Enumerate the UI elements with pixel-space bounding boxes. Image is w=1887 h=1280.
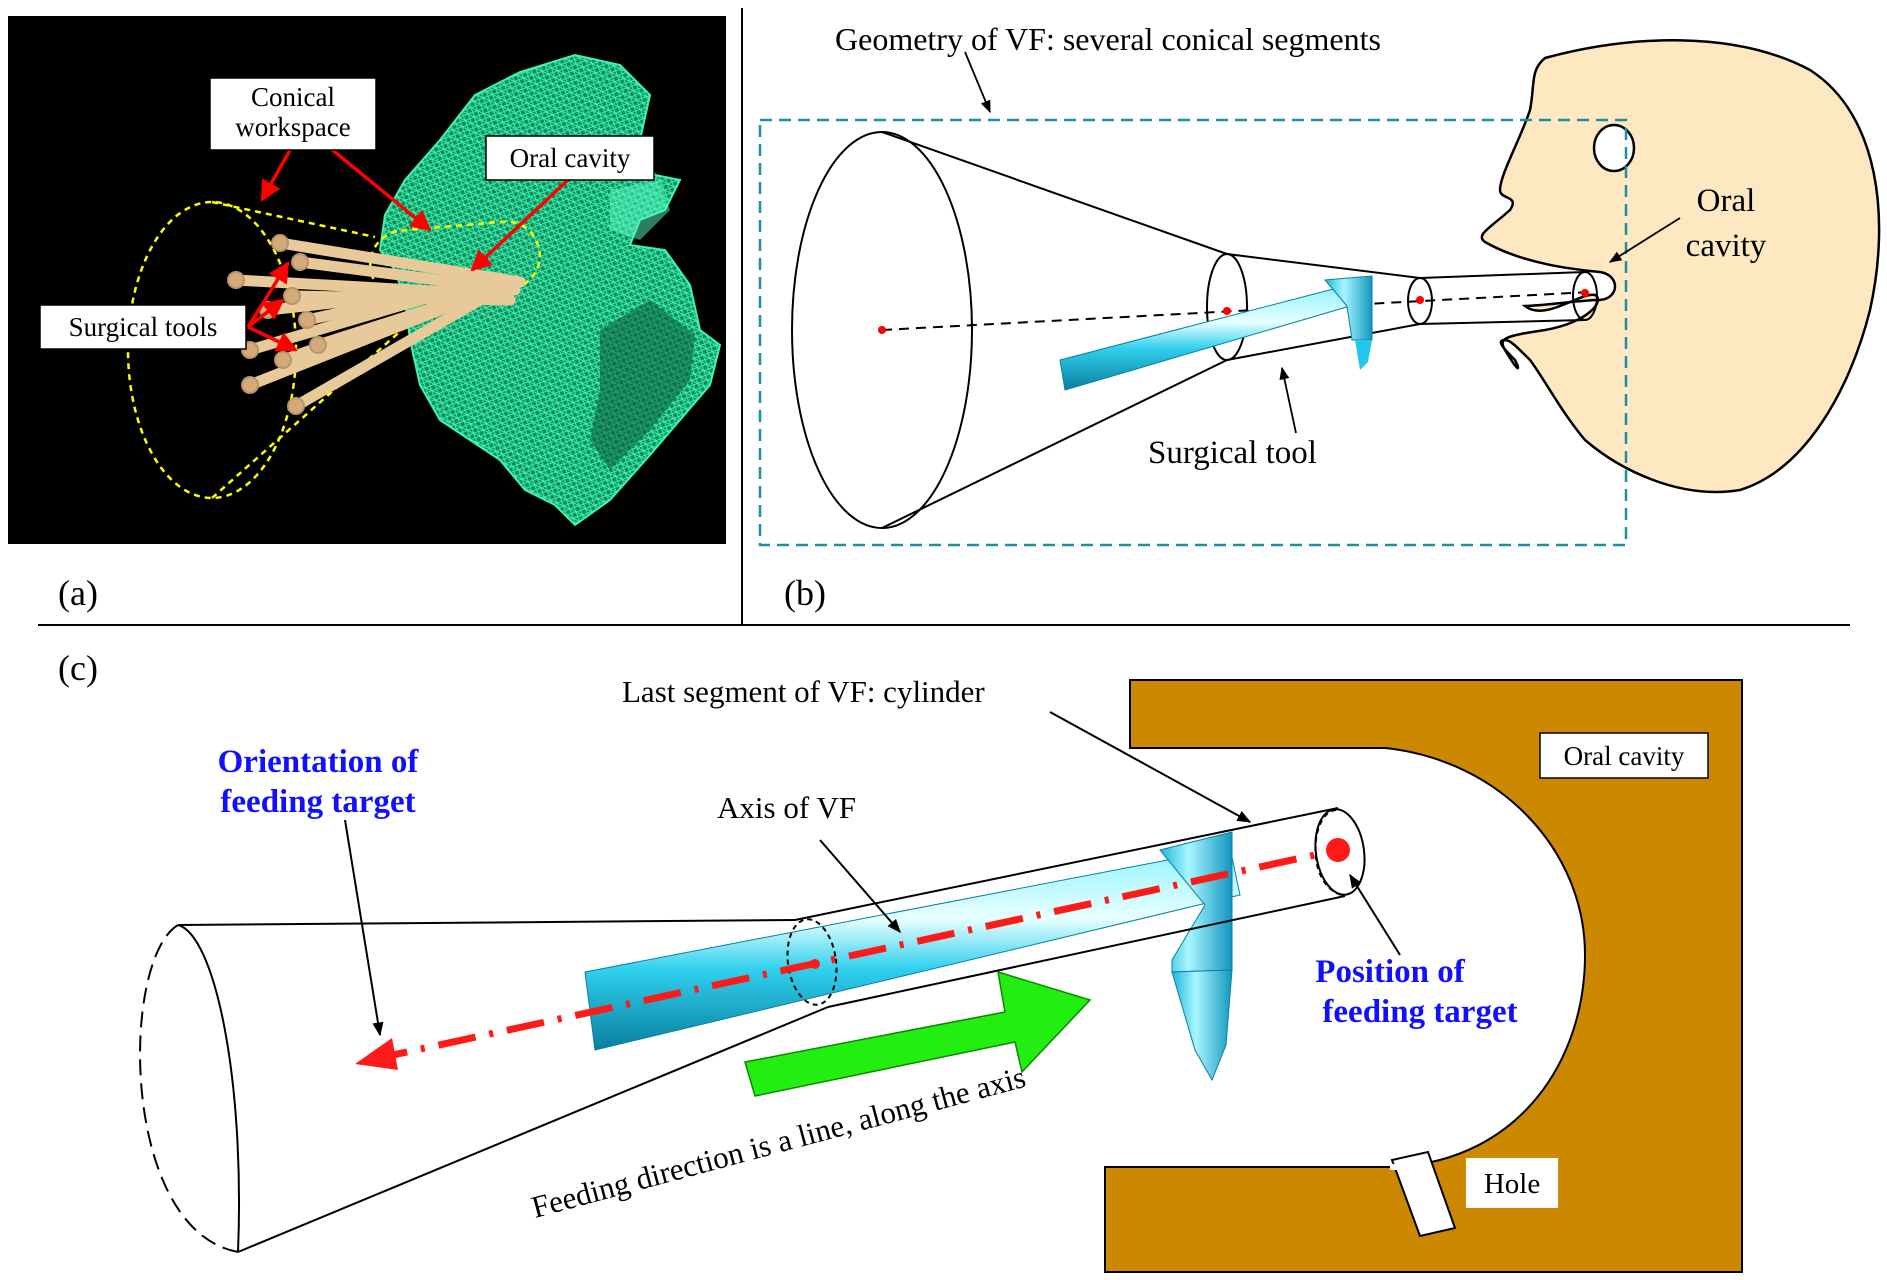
axis-junction-dot xyxy=(810,959,820,969)
oral-cavity-label-a: Oral cavity xyxy=(510,143,631,173)
vf-cone-c xyxy=(139,919,829,1253)
axis-of-vf-pointer xyxy=(819,839,901,934)
orientation-arrowhead xyxy=(355,1038,398,1070)
conical-workspace-label-2: workspace xyxy=(235,112,350,142)
last-segment-pointer xyxy=(1049,711,1252,823)
oral-cavity-label-b1: Oral xyxy=(1697,183,1756,219)
surgical-tools-label-box xyxy=(39,304,247,350)
oral-cavity-label-box-c xyxy=(1539,732,1709,779)
oral-cavity-label-b2: cavity xyxy=(1686,228,1767,264)
surgical-tool-pointer-b xyxy=(1279,366,1297,434)
feeding-direction-arrow xyxy=(744,970,1092,1097)
panel-b: Geometry of VF: several conical segments… xyxy=(758,21,1881,613)
surgical-tool-c xyxy=(584,831,1241,1082)
hole-label: Hole xyxy=(1484,1168,1540,1200)
panel-c: (c) Oral cavity Hole xyxy=(58,648,1743,1273)
surgical-tool-label-b: Surgical tool xyxy=(1148,435,1317,471)
geometry-title-b: Geometry of VF: several conical segments xyxy=(835,21,1381,57)
panel-a: Conical workspace Oral cavity Surgical t… xyxy=(8,16,726,613)
geometry-pointer-b xyxy=(964,51,991,114)
mesh-highlight xyxy=(610,180,670,240)
last-segment-label: Last segment of VF: cylinder xyxy=(622,674,985,709)
vf-cone-segments xyxy=(791,131,1598,529)
oral-cavity-pointer-b xyxy=(1608,217,1681,263)
surgical-tools-label: Surgical tools xyxy=(69,312,218,342)
conical-workspace-label-1: Conical xyxy=(251,82,335,112)
surgical-tool-b xyxy=(1059,275,1373,391)
panel-c-label: (c) xyxy=(58,648,98,688)
hole-label-box xyxy=(1466,1158,1558,1208)
orientation-label-1: Orientation of xyxy=(218,744,420,780)
orientation-pointer xyxy=(344,819,384,1037)
face-profile xyxy=(1480,39,1881,494)
orientation-label-2: feeding target xyxy=(220,784,415,820)
axis-of-vf-label: Axis of VF xyxy=(717,790,856,825)
panel-b-label: (b) xyxy=(784,573,826,613)
vf-axis-points-b xyxy=(878,289,1589,334)
vf-cylinder-c xyxy=(786,807,1366,1008)
surgical-tools-bundle xyxy=(230,237,526,412)
mesh-shading xyxy=(590,300,695,470)
conical-workspace-label-box xyxy=(209,77,377,151)
oral-cavity-label-c: Oral cavity xyxy=(1564,741,1685,771)
hole-channel-cover xyxy=(1390,1164,1430,1170)
hole-channel xyxy=(1390,1150,1457,1238)
vf-axis-c xyxy=(369,846,1339,1064)
oral-cavity-block xyxy=(1104,679,1743,1273)
position-pointer xyxy=(1349,873,1401,956)
position-label-2: feeding target xyxy=(1322,994,1517,1030)
face-eye xyxy=(1592,123,1636,173)
position-label-1: Position of xyxy=(1315,954,1465,990)
panel-a-label: (a) xyxy=(58,573,98,613)
position-target-dot xyxy=(1326,838,1350,862)
panel-a-annotation-arrows xyxy=(246,146,572,352)
oral-cavity-label-box-a xyxy=(485,135,655,181)
